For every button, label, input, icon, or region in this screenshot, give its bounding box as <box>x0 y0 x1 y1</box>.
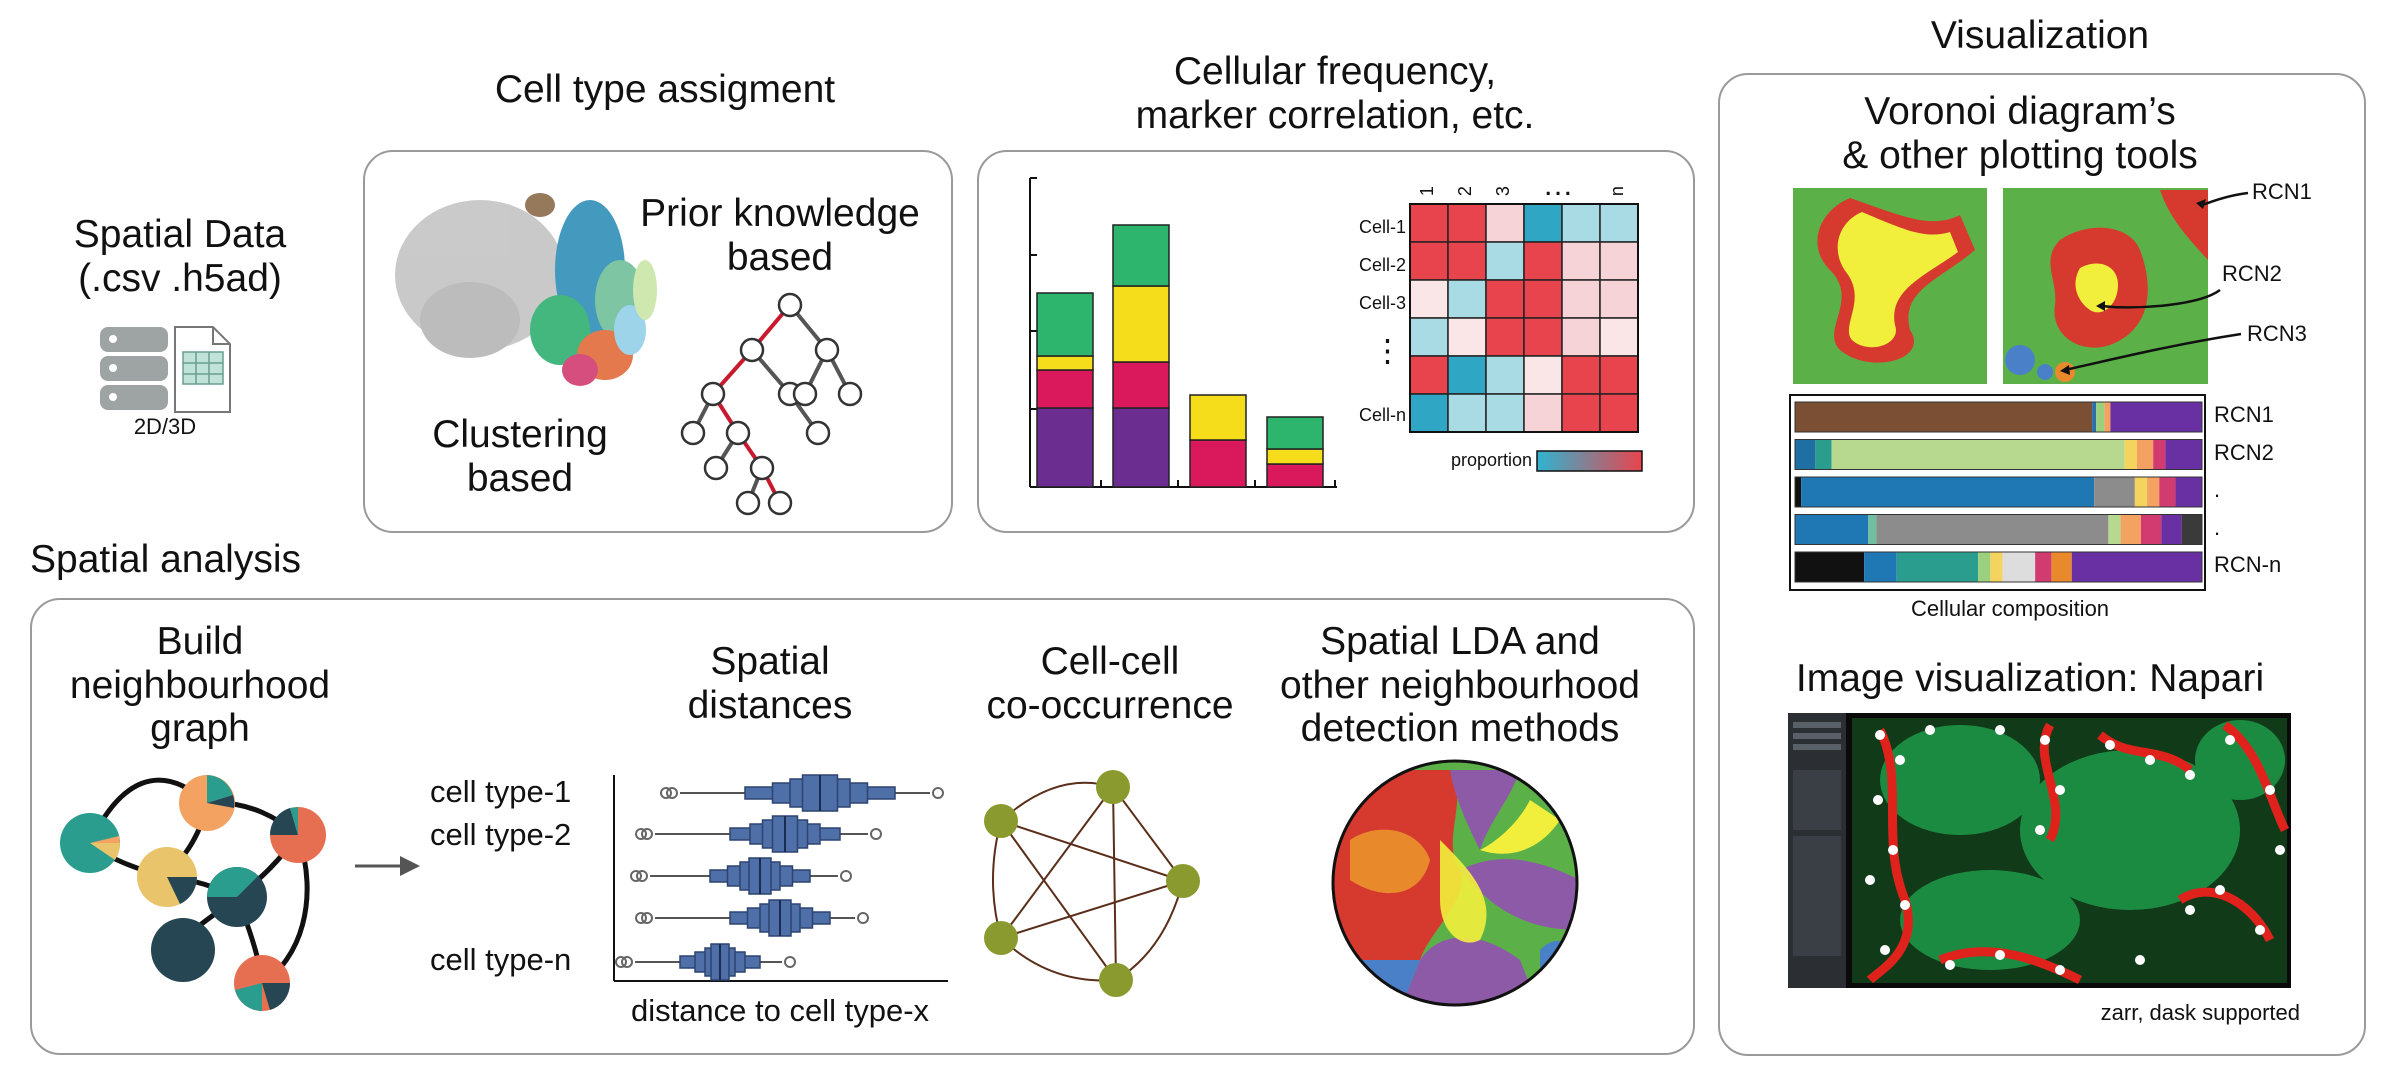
composition-row-label: RCN-n <box>2214 552 2282 577</box>
cell-type-label: cell type-1 <box>430 774 572 809</box>
heatmap-row-label: Cell-n <box>1358 405 1406 425</box>
heatmap-col-label: … <box>1542 167 1574 202</box>
database-icon <box>100 327 168 410</box>
rcn1-callout: RCN1 <box>2252 179 2312 204</box>
heatmap-col-label: 2 <box>1454 186 1475 197</box>
spatial-distances-title: Spatial distances <box>687 640 853 727</box>
spreadsheet-file-icon <box>174 326 231 413</box>
composition-row-label: . <box>2214 515 2221 540</box>
heatmap-col-label: n <box>1606 186 1627 197</box>
neighbourhood-graph-title: Build neighbourhood graph <box>69 620 331 751</box>
prior-knowledge-label: Prior knowledge based <box>640 192 920 279</box>
frequency-panel <box>977 150 1695 533</box>
spatial-lda-title: Spatial LDA and other neighbourhood dete… <box>1280 620 1640 751</box>
heatmap-row-label: Cell-3 <box>1358 293 1406 313</box>
spatial-data-dimension: 2D/3D <box>133 414 197 439</box>
spatial-analysis-title: Spatial analysis <box>30 538 301 581</box>
visualization-title: Visualization <box>1930 14 2150 57</box>
heatmap-row-label: Cell-1 <box>1358 217 1406 237</box>
proportion-legend-label: proportion <box>1450 450 1532 470</box>
heatmap-row-label: Cell-2 <box>1358 255 1406 275</box>
cell-type-label: cell type-n <box>430 942 572 977</box>
heatmap-col-label: 1 <box>1416 186 1437 197</box>
voronoi-title: Voronoi diagram’s & other plotting tools <box>1842 90 2198 177</box>
spatial-data-title: Spatial Data (.csv .h5ad) <box>73 213 287 300</box>
heatmap-row-label: ⋮ <box>1372 333 1403 368</box>
distance-axis-label: distance to cell type-x <box>630 993 930 1028</box>
napari-title: Image visualization: Napari <box>1795 657 2265 700</box>
composition-row-label: . <box>2214 477 2221 502</box>
clustering-based-label: Clustering based <box>432 413 608 500</box>
composition-row-label: RCN1 <box>2214 402 2274 427</box>
composition-row-label: RCN2 <box>2214 440 2274 465</box>
heatmap-col-label: 3 <box>1492 186 1513 197</box>
frequency-title: Cellular frequency, marker correlation, … <box>1135 50 1535 137</box>
rcn3-callout: RCN3 <box>2247 321 2307 346</box>
cell-type-label: cell type-2 <box>430 817 572 852</box>
cooccurrence-title: Cell-cell co-occurrence <box>986 640 1234 727</box>
composition-axis-label: Cellular composition <box>1910 596 2110 621</box>
napari-caption: zarr, dask supported <box>2100 1000 2300 1025</box>
cell-type-title: Cell type assigment <box>494 68 836 111</box>
rcn2-callout: RCN2 <box>2222 261 2282 286</box>
